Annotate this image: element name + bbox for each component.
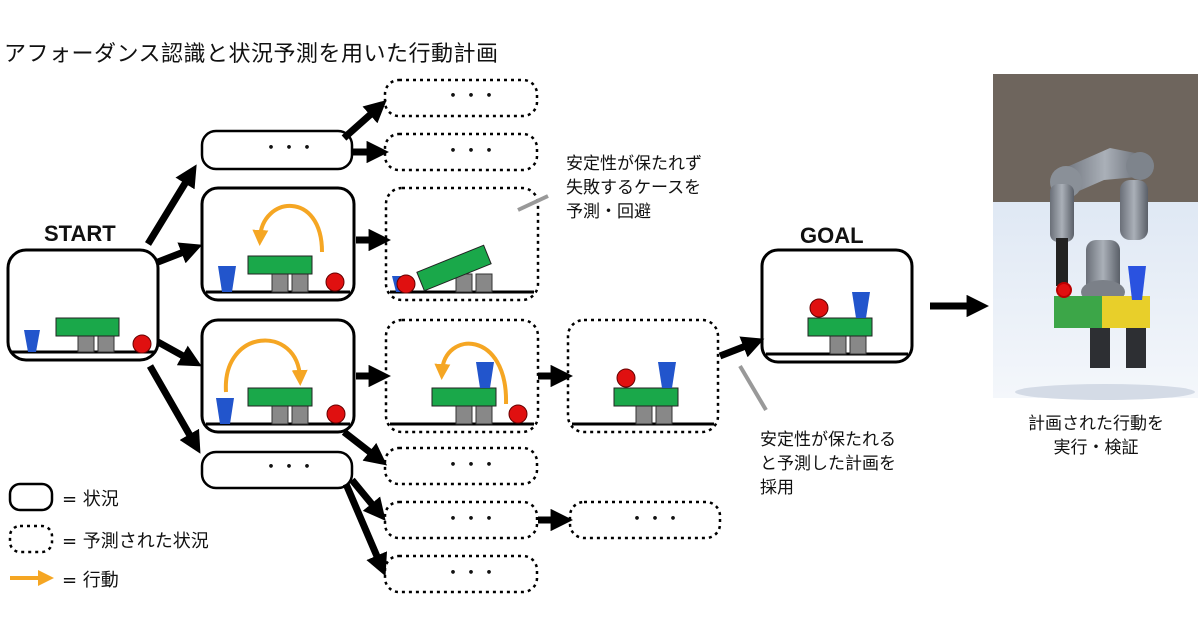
predicted-ellipsis-1: [383, 78, 539, 118]
state-ellipsis-bottom: [200, 450, 354, 490]
failure-note: 安定性が保たれず 失敗するケースを 予測・回避: [566, 154, 702, 222]
predicted-ellipsis-4: [383, 500, 539, 540]
legend-action: = 行動: [62, 570, 119, 591]
legend-state: = 状況: [62, 489, 119, 510]
legend-predicted-swatch: [8, 524, 54, 554]
transition-arrows: [145, 100, 989, 577]
cup-icon: [24, 330, 40, 352]
ellipsis-text: ・・・: [444, 86, 498, 107]
ellipsis-text: ・・・: [262, 138, 316, 159]
predicted-fail-box: [384, 186, 540, 302]
legend-predicted: = 予測された状況: [62, 531, 209, 552]
robot-caption: 計画された行動を 実行・検証: [1028, 414, 1164, 458]
predicted-ellipsis-3: [383, 446, 539, 486]
goal-label: GOAL: [800, 223, 864, 248]
legend-state-swatch: [8, 482, 54, 512]
state-box-upper: [200, 186, 356, 302]
success-note: 安定性が保たれる と予測した計画を 採用: [760, 430, 896, 498]
state-box-middle: [200, 318, 356, 434]
ellipsis-text: ・・・: [444, 509, 498, 530]
ellipsis-text: ・・・: [262, 457, 316, 478]
start-label: START: [44, 221, 116, 246]
success-note-pointer: [738, 364, 768, 412]
fail-note-pointer: [517, 194, 549, 212]
predicted-box-middle: [384, 318, 540, 434]
ellipsis-text: ・・・: [444, 141, 498, 162]
start-state-box: [6, 248, 160, 362]
predicted-ellipsis-2: [383, 132, 539, 172]
robot-execution-image: [993, 74, 1198, 400]
page-title: アフォーダンス認識と状況予測を用いた行動計画: [4, 42, 499, 67]
ellipsis-text: ・・・: [628, 509, 682, 530]
predicted-box-final: [566, 318, 720, 434]
ellipsis-text: ・・・: [444, 563, 498, 584]
goal-state-box: [760, 248, 914, 364]
predicted-ellipsis-5: [568, 500, 722, 540]
ellipsis-text: ・・・: [444, 455, 498, 476]
predicted-ellipsis-6: [383, 554, 539, 594]
